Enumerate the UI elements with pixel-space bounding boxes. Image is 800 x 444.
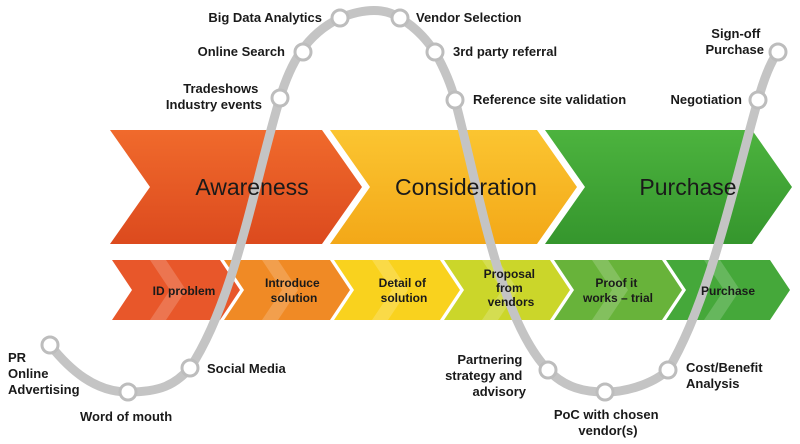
step-label-proposal: Proposal from vendors [484,267,539,309]
touchpoint-node [40,335,60,355]
touchpoint-label-pr-advertising: PR Online Advertising [8,350,80,397]
touchpoint-label-sign-off: Sign-off Purchase [705,26,764,57]
journey-path [45,6,783,397]
stage-label-awareness: Awareness [195,174,308,200]
stage-arrows [110,130,792,244]
touchpoint-node [658,360,678,380]
step-arrow-proof-trial [554,260,682,320]
stage-label-consideration: Consideration [395,174,537,200]
touchpoint-node [748,90,768,110]
stage-arrow-consideration [330,130,577,244]
stage-label-purchase: Purchase [639,174,736,200]
touchpoint-label-3rd-party-referral: 3rd party referral [453,44,557,59]
step-label-detail-of-solution: Detail of solution [379,276,430,305]
touchpoint-label-negotiation: Negotiation [671,92,743,107]
step-label-id-problem: ID problem [153,284,216,298]
touchpoint-label-poc: PoC with chosen vendor(s) [554,407,662,438]
touchpoint-label-vendor-selection: Vendor Selection [416,10,522,25]
touchpoint-node [538,360,558,380]
stage-arrow-awareness [110,130,362,244]
touchpoint-nodes [40,8,788,402]
touchpoint-label-cost-benefit: Cost/Benefit Analysis [686,360,766,391]
touchpoint-label-social-media: Social Media [207,361,287,376]
touchpoint-labels: PR Online Advertising Word of mouth Soci… [8,10,766,438]
touchpoint-node [180,358,200,378]
touchpoint-label-partnering: Partnering strategy and advisory [445,352,527,399]
touchpoint-node [118,382,138,402]
touchpoint-label-online-search: Online Search [198,44,285,59]
touchpoint-node [768,42,788,62]
touchpoint-label-big-data-analytics: Big Data Analytics [208,10,322,25]
touchpoint-node [595,382,615,402]
step-label-proof-trial: Proof it works – trial [582,276,653,305]
touchpoint-label-tradeshows: Tradeshows Industry events [166,81,262,112]
step-arrow-detail-of-solution [334,260,460,320]
touchpoint-node [425,42,445,62]
step-label-purchase: Purchase [701,284,755,298]
stage-labels: Awareness Consideration Purchase [195,174,736,200]
step-arrow-introduce-solution [224,260,350,320]
step-label-introduce-solution: Introduce solution [265,276,323,305]
step-labels: ID problem Introduce solution Detail of … [153,267,756,309]
touchpoint-node [445,90,465,110]
touchpoint-node [330,8,350,28]
touchpoint-label-reference-site: Reference site validation [473,92,626,107]
step-arrow-id-problem [112,260,240,320]
touchpoint-node [270,88,290,108]
touchpoint-node [293,42,313,62]
touchpoint-label-word-of-mouth: Word of mouth [80,409,172,424]
touchpoint-node [390,8,410,28]
